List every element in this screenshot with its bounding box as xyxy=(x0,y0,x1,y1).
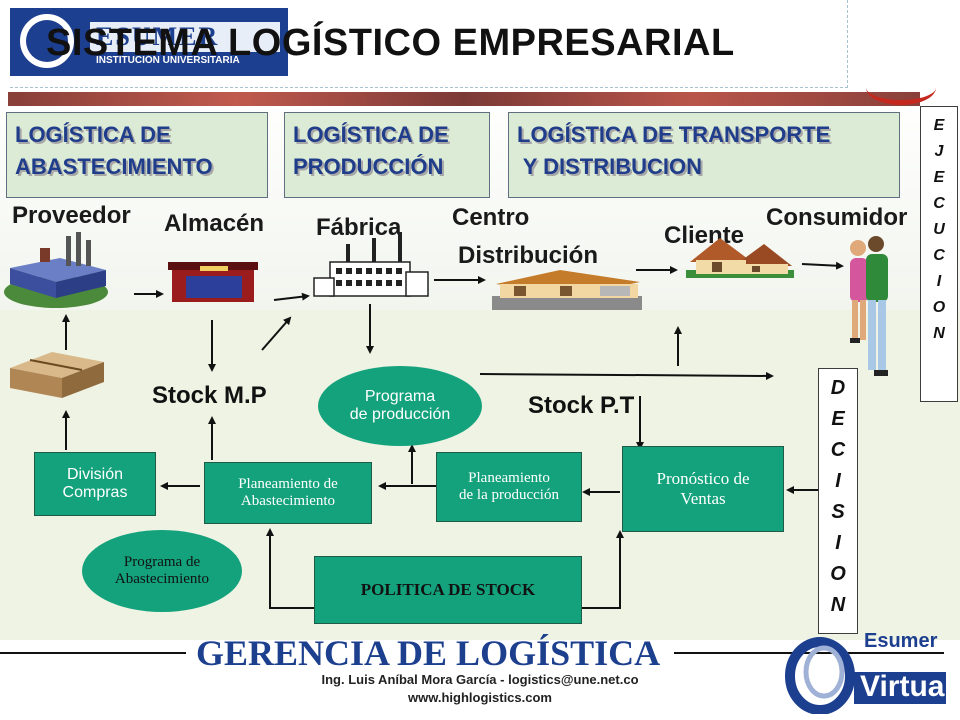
ejecucion-letter: C xyxy=(933,247,945,264)
ejecucion-letter: U xyxy=(933,221,945,238)
footer-divider-left xyxy=(0,652,186,654)
esumer-virtual-logo: Esumer Virtual xyxy=(780,628,953,715)
slide-title: SISTEMA LOGÍSTICO EMPRESARIAL xyxy=(46,22,735,64)
decision-letter: I xyxy=(835,532,841,554)
ev-esumer-text: Esumer xyxy=(864,630,938,652)
category-transporte-label: LOGÍSTICA DE TRANSPORTE Y DISTRIBUCION xyxy=(517,122,831,179)
programa-produccion-label: Programa de producción xyxy=(349,388,451,423)
planeamiento-abastecimiento-label: Planeamiento de Abastecimiento xyxy=(238,476,338,509)
planeamiento-produccion-label: Planeamiento de la producción xyxy=(459,470,559,503)
footer-author: Ing. Luis Aníbal Mora García - logistics… xyxy=(321,672,639,687)
division-compras-box: División Compras xyxy=(34,452,156,516)
planeamiento-abastecimiento-box: Planeamiento de Abastecimiento xyxy=(204,462,372,524)
ejecucion-letter: E xyxy=(933,169,945,186)
decision-letter: E xyxy=(831,408,845,430)
category-produccion: LOGÍSTICA DE PRODUCCIÓN xyxy=(284,112,490,198)
politica-stock-box: POLITICA DE STOCK xyxy=(314,556,582,624)
decision-letter: C xyxy=(830,439,846,461)
ejecucion-letter: N xyxy=(933,325,945,342)
esumer-logo-sub xyxy=(90,54,280,70)
consumer-couple-icon xyxy=(850,236,888,376)
category-produccion-label: LOGÍSTICA DE PRODUCCIÓN xyxy=(293,122,449,179)
pronostico-ventas-label: Pronóstico de Ventas xyxy=(656,469,750,508)
ejecucion-letter: J xyxy=(934,143,944,160)
node-consumidor: Consumidor xyxy=(766,204,908,231)
stock-pt-label: Stock P.T xyxy=(528,392,635,419)
footer-website: www.highlogistics.com xyxy=(408,690,552,705)
decision-letter: N xyxy=(830,594,846,616)
ev-virtual-text: Virtual xyxy=(860,670,953,703)
title-placeholder-frame xyxy=(10,0,848,88)
decision-letter: I xyxy=(835,470,841,492)
stock-mp-label: Stock M.P xyxy=(152,382,267,409)
division-compras-label: División Compras xyxy=(62,466,128,501)
category-transporte: LOGÍSTICA DE TRANSPORTE Y DISTRIBUCION xyxy=(508,112,900,198)
arrows xyxy=(62,261,844,609)
esumer-logo-core xyxy=(26,20,68,62)
node-almacen: Almacén xyxy=(164,210,265,237)
ejecucion-letter: C xyxy=(933,195,945,212)
programa-produccion-ellipse: Programa de producción xyxy=(318,366,482,446)
esumer-logo-subtext: INSTITUCIÓN UNIVERSITARIA xyxy=(96,55,240,66)
decision-letter: S xyxy=(831,501,845,523)
footer-gerencia: GERENCIA DE LOGÍSTICA xyxy=(196,633,661,673)
factory-building-icon xyxy=(313,232,429,297)
esumer-logo-band xyxy=(90,22,280,52)
client-house-icon xyxy=(686,238,794,278)
programa-abastecimiento-label: Programa de Abastecimiento xyxy=(114,554,210,587)
decorative-red-band xyxy=(8,92,920,106)
esumer-virtual-mark xyxy=(785,637,946,715)
node-distribucion: Distribución xyxy=(458,242,599,269)
ejecucion-letter: I xyxy=(936,273,942,290)
ejecucion-letter: O xyxy=(932,299,946,316)
category-abastecimiento: LOGÍSTICA DE ABASTECIMIENTO xyxy=(6,112,268,198)
programa-abastecimiento-ellipse: Programa de Abastecimiento xyxy=(82,530,242,612)
box-icon xyxy=(10,352,104,398)
node-fabrica: Fábrica xyxy=(316,214,402,241)
decision-letter: O xyxy=(830,563,846,585)
node-cliente: Cliente xyxy=(664,222,745,249)
distribution-center-icon xyxy=(492,270,642,310)
politica-stock-label: POLITICA DE STOCK xyxy=(360,580,536,599)
node-centro: Centro xyxy=(452,204,530,231)
footer-divider-right xyxy=(674,652,944,654)
node-proveedor: Proveedor xyxy=(12,202,131,229)
decision-letter: D xyxy=(830,377,846,399)
warehouse-icon xyxy=(168,262,258,302)
planeamiento-produccion-box: Planeamiento de la producción xyxy=(436,452,582,522)
ejecucion-letter: E xyxy=(933,117,945,134)
category-abastecimiento-label: LOGÍSTICA DE ABASTECIMIENTO xyxy=(15,122,213,179)
pronostico-ventas-box: Pronóstico de Ventas xyxy=(622,446,784,532)
decorative-swoosh xyxy=(866,70,936,105)
esumer-logo-text: ESUMER xyxy=(96,22,220,51)
factory-icon xyxy=(4,232,108,308)
